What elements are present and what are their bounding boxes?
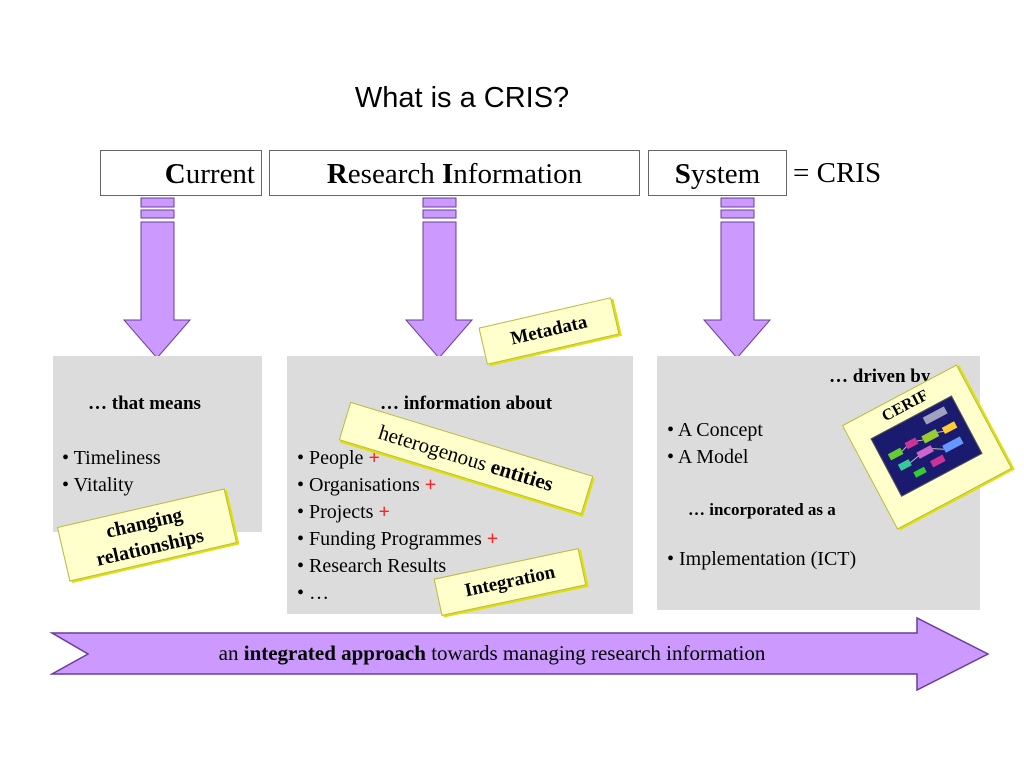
panel-system-subheading: … incorporated as a xyxy=(688,500,836,519)
acronym-rest-current: urrent xyxy=(185,158,255,190)
acronym-initial-c: C xyxy=(164,158,186,190)
list-item-organisations-label: • Organisations xyxy=(297,474,420,496)
banner-text: an integrated approach towards managing … xyxy=(52,641,932,666)
list-item-timeliness: • Timeliness xyxy=(62,447,161,469)
page-title: What is a CRIS? xyxy=(354,82,570,114)
plus-organisations: + xyxy=(424,474,437,496)
acronym-rest-system: ystem xyxy=(690,158,761,190)
banner-arrow-shape xyxy=(49,616,990,692)
list-item-projects: • Projects + xyxy=(297,499,390,526)
acronym-initial-i: I xyxy=(441,158,454,190)
list-item-funding-programmes: • Funding Programmes + xyxy=(297,526,498,553)
note-cerif: CERIF xyxy=(841,364,1013,530)
plus-people: + xyxy=(368,447,380,469)
list-item-implementation: • Implementation (ICT) xyxy=(667,548,857,570)
acronym-equals-cris: = CRIS xyxy=(793,157,882,189)
list-item-people-label: • People xyxy=(297,447,364,469)
panel-system-heading: … driven by xyxy=(829,366,931,387)
list-item-funding-programmes-label: • Funding Programmes xyxy=(297,528,482,550)
plus-funding-programmes: + xyxy=(486,528,499,550)
acronym-initial-s: S xyxy=(674,158,691,190)
list-item-vitality: • Vitality xyxy=(62,474,134,496)
list-item-model: • A Model xyxy=(667,446,749,468)
down-arrow-current xyxy=(122,197,192,359)
panel-research-heading: … information about xyxy=(380,393,553,414)
banner-suffix: towards managing research information xyxy=(425,641,766,665)
acronym-research-information-box: Research Information xyxy=(269,150,640,196)
down-arrow-research xyxy=(404,197,474,359)
acronym-initial-r: R xyxy=(326,158,348,190)
acronym-rest-research: esearch xyxy=(347,158,442,190)
acronym-current-box: Current xyxy=(100,150,262,196)
plus-projects: + xyxy=(378,501,390,523)
banner-prefix: an xyxy=(218,641,244,665)
list-item-organisations: • Organisations + xyxy=(297,472,436,499)
list-item-concept: • A Concept xyxy=(667,419,763,441)
list-item-projects-label: • Projects xyxy=(297,501,374,523)
banner-bold: integrated approach xyxy=(243,641,426,665)
list-item-research-results: • Research Results xyxy=(297,555,447,577)
list-item-ellipsis: • … xyxy=(297,582,330,604)
acronym-system-box: System xyxy=(648,150,787,196)
list-item-people: • People + xyxy=(297,445,380,472)
cerif-model-thumbnail-icon xyxy=(870,395,983,497)
down-arrow-system xyxy=(702,197,772,359)
panel-current-heading: … that means xyxy=(88,393,201,414)
acronym-rest-information: nformation xyxy=(453,158,583,190)
